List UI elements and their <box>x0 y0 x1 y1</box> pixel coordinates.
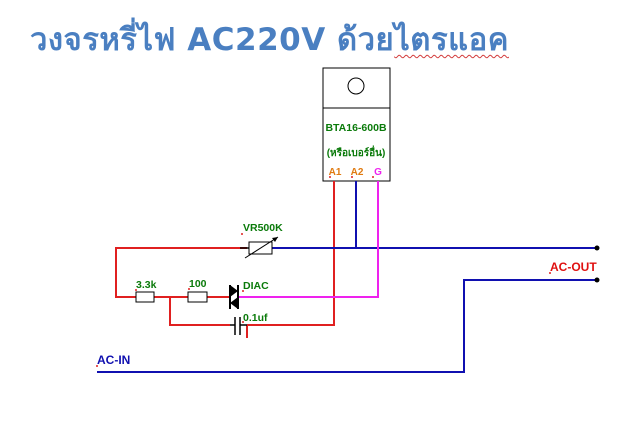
ac-in-label: AC-IN <box>97 353 130 367</box>
triac-note-label: (หรือเบอร์อื่น) <box>327 145 386 159</box>
pin-a1-label: A1 <box>329 167 342 178</box>
ac-out-label: AC-OUT <box>550 260 597 274</box>
capacitor-symbol: 0.1uf <box>230 312 268 335</box>
triac-part-label: BTA16-600B <box>325 122 386 134</box>
wire-a1-to-cap <box>247 181 335 326</box>
terminals: AC-OUT AC-IN <box>97 245 600 367</box>
wire-out-to-in <box>97 279 597 373</box>
wire-r1r2-to-cap <box>169 297 230 326</box>
blue-wires <box>97 181 597 373</box>
magenta-wires <box>238 181 379 298</box>
page-title: วงจรหรี่ไฟ AC220V ด้วยไตรแอค <box>30 14 509 64</box>
title-underlined-word: ไตรแอค <box>394 22 509 58</box>
terminal-dot <box>594 245 600 251</box>
potentiometer-symbol: VR500K <box>240 222 283 259</box>
r2-label: 100 <box>189 278 207 290</box>
title-text: วงจรหรี่ไฟ AC220V ด้วย <box>30 22 395 58</box>
resistor-symbol-r1: 3.3k <box>135 279 157 303</box>
wire-vr-to-r1 <box>115 247 247 298</box>
red-wires <box>115 181 335 338</box>
diac-label: DIAC <box>243 280 269 292</box>
wire-gate-to-diac <box>238 181 379 298</box>
pin-a2-label: A2 <box>351 167 364 178</box>
cap-label: 0.1uf <box>243 312 268 324</box>
triac-package: BTA16-600B (หรือเบอร์อื่น) A1 A2 G <box>322 67 391 182</box>
label-markers <box>96 176 551 367</box>
vr-label: VR500K <box>243 222 283 234</box>
triac-body <box>322 107 391 182</box>
terminal-dot <box>594 277 600 283</box>
diac-symbol: DIAC <box>229 280 269 309</box>
pin-g-label: G <box>374 167 382 178</box>
resistor-symbol-r2: 100 <box>187 278 208 303</box>
triac-mounting-hole <box>347 77 365 95</box>
r1-label: 3.3k <box>136 279 157 291</box>
